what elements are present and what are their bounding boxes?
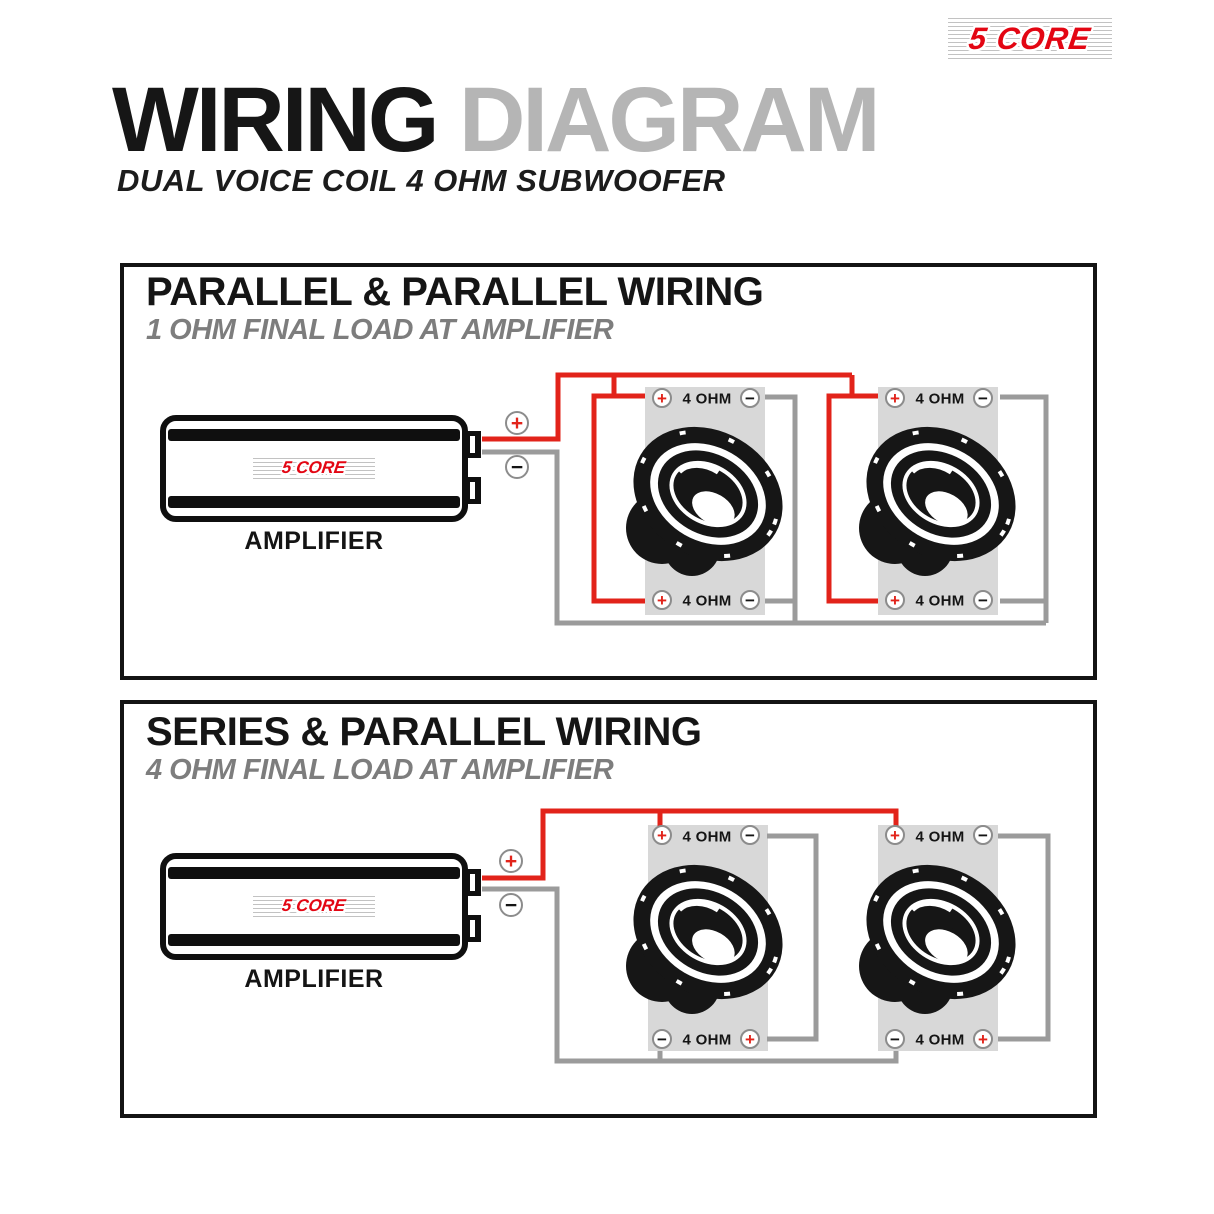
speaker-plate-p1-left <box>645 387 765 615</box>
plus-glyph: + <box>745 1029 755 1049</box>
speaker-plate-p2-left <box>648 825 768 1051</box>
minus-glyph: − <box>504 893 518 917</box>
panel2-title: SERIES & PARALLEL WIRING <box>146 710 702 754</box>
plus-glyph: + <box>657 388 667 408</box>
minus-glyph: − <box>890 1029 900 1049</box>
impedance-label: 4 OHM <box>682 390 732 408</box>
brand-logo: 5 CORE <box>948 15 1112 62</box>
minus-glyph: − <box>978 590 988 610</box>
impedance-label: 4 OHM <box>682 592 732 610</box>
amp-output-tab <box>466 431 481 458</box>
minus-glyph: − <box>510 455 524 479</box>
plus-glyph: + <box>504 849 518 873</box>
impedance-label: 4 OHM <box>915 1031 965 1049</box>
amplifier-logo-p1: 5 CORE <box>253 455 375 481</box>
page-subtitle: DUAL VOICE COIL 4 OHM SUBWOOFER <box>117 163 726 198</box>
impedance-label: 4 OHM <box>682 1031 732 1049</box>
minus-glyph: − <box>745 825 755 845</box>
amplifier-stripe <box>168 934 460 946</box>
positive-terminal-icon: + <box>740 1029 760 1049</box>
negative-terminal-icon: − <box>885 1029 905 1049</box>
positive-terminal-icon: + <box>652 388 672 408</box>
impedance-label: 4 OHM <box>915 828 965 846</box>
amplifier-logo-text: 5 CORE <box>281 896 348 915</box>
plus-glyph: + <box>978 1029 988 1049</box>
minus-glyph: − <box>978 825 988 845</box>
page-title-secondary: DIAGRAM <box>458 69 881 171</box>
amplifier-p1: 5 CORE <box>160 415 468 522</box>
negative-terminal-icon: − <box>505 455 529 479</box>
brand-logo-text: 5 CORE <box>966 20 1094 56</box>
amplifier-stripe <box>168 496 460 508</box>
plus-glyph: + <box>890 388 900 408</box>
amp-output-tab <box>466 477 481 504</box>
amplifier-stripe <box>168 429 460 441</box>
negative-terminal-icon: − <box>740 825 760 845</box>
negative-terminal-icon: − <box>652 1029 672 1049</box>
negative-terminal-icon: − <box>973 825 993 845</box>
impedance-label: 4 OHM <box>915 390 965 408</box>
impedance-label: 4 OHM <box>915 592 965 610</box>
page-title: WIRING DIAGRAM <box>112 74 880 166</box>
plus-glyph: + <box>510 411 524 435</box>
amplifier-p2: 5 CORE <box>160 853 468 960</box>
positive-terminal-icon: + <box>505 411 529 435</box>
negative-terminal-icon: − <box>740 388 760 408</box>
amplifier-label-p1: AMPLIFIER <box>244 527 384 555</box>
positive-terminal-icon: + <box>885 590 905 610</box>
positive-terminal-icon: + <box>652 590 672 610</box>
minus-glyph: − <box>745 388 755 408</box>
plus-glyph: + <box>890 825 900 845</box>
positive-terminal-icon: + <box>885 388 905 408</box>
page-title-space <box>436 69 459 171</box>
plus-glyph: + <box>657 590 667 610</box>
speaker-plate-p2-right <box>878 825 998 1051</box>
negative-terminal-icon: − <box>973 590 993 610</box>
panel2-subtitle: 4 OHM FINAL LOAD AT AMPLIFIER <box>146 754 614 786</box>
amplifier-logo-text: 5 CORE <box>281 458 348 477</box>
speaker-plate-p1-right <box>878 387 998 615</box>
positive-terminal-icon: + <box>885 825 905 845</box>
panel1-subtitle: 1 OHM FINAL LOAD AT AMPLIFIER <box>146 314 614 346</box>
amplifier-stripe <box>168 867 460 879</box>
positive-terminal-icon: + <box>973 1029 993 1049</box>
minus-glyph: − <box>745 590 755 610</box>
negative-terminal-icon: − <box>499 893 523 917</box>
page-title-primary: WIRING <box>112 69 439 171</box>
amp-output-tab <box>466 915 481 942</box>
plus-glyph: + <box>890 590 900 610</box>
plus-glyph: + <box>657 825 667 845</box>
positive-terminal-icon: + <box>652 825 672 845</box>
impedance-label: 4 OHM <box>682 828 732 846</box>
amplifier-logo-p2: 5 CORE <box>253 893 375 919</box>
positive-terminal-icon: + <box>499 849 523 873</box>
amplifier-label-p2: AMPLIFIER <box>244 965 384 993</box>
panel1-title: PARALLEL & PARALLEL WIRING <box>146 270 764 314</box>
minus-glyph: − <box>657 1029 667 1049</box>
negative-terminal-icon: − <box>740 590 760 610</box>
negative-terminal-icon: − <box>973 388 993 408</box>
amp-output-tab <box>466 869 481 896</box>
minus-glyph: − <box>978 388 988 408</box>
